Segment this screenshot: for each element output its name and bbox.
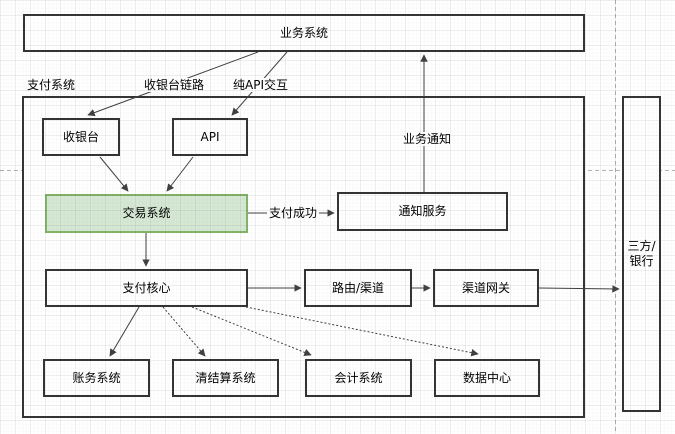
node-settlement-system[interactable]: 清结算系统 [172, 359, 279, 397]
edge-paycore-to-settlement[interactable] [162, 306, 206, 357]
edge-label-pure-api: 纯API交互 [231, 78, 290, 92]
edge-label-pay-success: 支付成功 [267, 206, 320, 220]
edge-api-to-trade[interactable] [166, 156, 194, 192]
node-third-party-bank[interactable]: 三方/银行 [622, 96, 661, 412]
node-route-channel[interactable]: 路由/渠道 [304, 269, 412, 307]
node-data-center[interactable]: 数据中心 [434, 359, 540, 397]
edge-cashier-to-trade[interactable] [99, 156, 129, 192]
edge-label-business-notify: 业务通知 [401, 132, 454, 146]
node-accounting-system[interactable]: 会计系统 [305, 359, 412, 397]
node-business-system[interactable]: 业务系统 [23, 14, 585, 52]
node-channel-gateway[interactable]: 渠道网关 [433, 269, 539, 307]
edge-gateway-to-thirdparty[interactable] [538, 285, 620, 293]
edge-label-cashier-link: 收银台链路 [142, 78, 207, 92]
node-notify-service[interactable]: 通知服务 [337, 192, 508, 231]
edge-paycore-to-account[interactable] [109, 306, 140, 357]
node-api[interactable]: API [172, 118, 248, 156]
edge-paycore-to-accounting[interactable] [191, 306, 312, 356]
node-pay-core[interactable]: 支付核心 [45, 269, 248, 307]
payment-system-label: 支付系统 [27, 78, 76, 92]
node-cashier[interactable]: 收银台 [42, 118, 120, 156]
edge-paycore-to-datacenter[interactable] [245, 306, 479, 357]
node-account-system[interactable]: 账务系统 [43, 359, 150, 397]
node-trade-system[interactable]: 交易系统 [45, 194, 248, 233]
